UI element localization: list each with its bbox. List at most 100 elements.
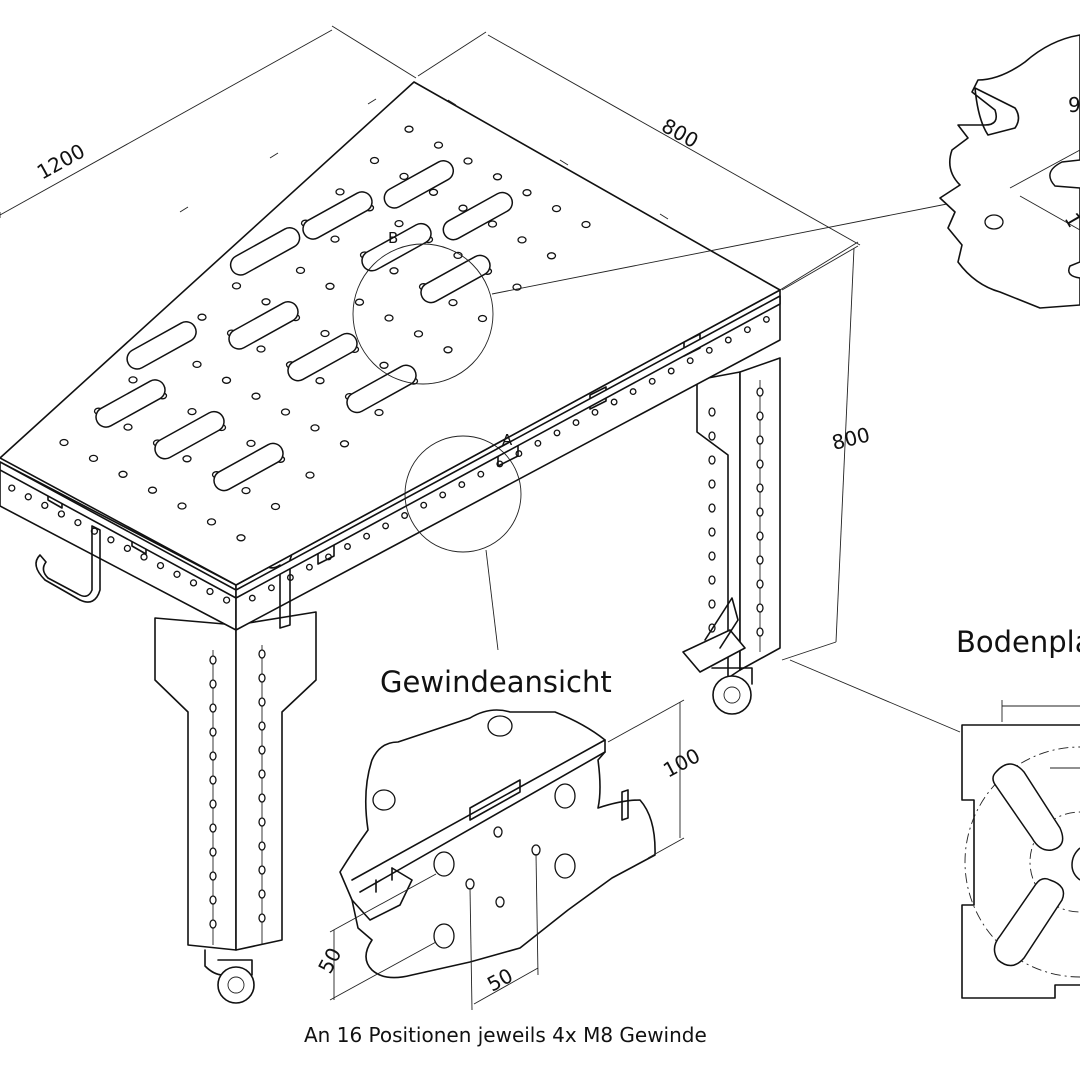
leg-hole [708, 455, 716, 465]
table-hole [374, 408, 384, 417]
table-hole [88, 454, 99, 463]
thread-note: An 16 Positionen jeweils 4x M8 Gewinde [304, 1023, 707, 1047]
leg-hole [258, 817, 266, 827]
leg-hole [756, 459, 764, 469]
leg-hole [708, 479, 716, 489]
table-hole [379, 361, 389, 369]
table-hole [231, 282, 242, 290]
table-hole [389, 267, 399, 275]
skirt-hole [248, 594, 256, 602]
skirt-hole [553, 429, 561, 437]
dim-length: 1200 [33, 139, 89, 185]
table-hole [59, 438, 69, 447]
table-slot [287, 332, 358, 382]
table-hole [280, 408, 291, 416]
table-slot [95, 379, 166, 428]
detail-b-dim-1: 9 [1068, 93, 1080, 117]
leg-hole [756, 411, 764, 421]
leg-hole [209, 823, 217, 833]
skirt-hole [363, 532, 371, 540]
table-hole [206, 518, 217, 526]
thread-dim-100: 100 [659, 743, 704, 782]
table-slot [302, 191, 373, 240]
skirt-hole [107, 536, 115, 544]
detail-label-b: B [388, 229, 398, 247]
skirt-hole [8, 484, 16, 492]
skirt-hole [41, 501, 49, 510]
leg-hole [209, 655, 217, 665]
skirt-hole [458, 481, 466, 489]
table-hole [404, 125, 414, 133]
leg-hole [756, 387, 764, 397]
table-hole [177, 502, 187, 510]
leg-hole [708, 551, 716, 561]
table-hole [492, 173, 503, 181]
detail-circle-b [352, 202, 953, 385]
table-slot [228, 301, 299, 350]
rear-right-leg [682, 357, 781, 715]
thread-view-title: Gewindeansicht [380, 665, 612, 699]
leg-hole [756, 579, 764, 589]
table-hole [310, 424, 320, 432]
skirt-hole [401, 512, 409, 519]
skirt-hole [305, 563, 313, 571]
skirt-hole [762, 315, 770, 323]
leg-hole [258, 745, 266, 755]
table-hole [330, 235, 340, 243]
leg-hole [209, 919, 217, 929]
skirt-hole [382, 522, 390, 530]
skirt-hole [74, 518, 82, 527]
leg-hole [756, 555, 764, 565]
table-hole [128, 376, 138, 384]
skirt-hole [629, 388, 637, 396]
skirt-hole [267, 584, 275, 592]
skirt-hole [123, 544, 132, 553]
table-hole [261, 298, 271, 306]
table-slot [420, 254, 491, 304]
leg-hole [209, 751, 217, 761]
table-hole [517, 236, 527, 244]
skirt-hole [648, 377, 656, 385]
table-hole [241, 486, 251, 495]
leg-hole [258, 673, 266, 683]
skirt-hole [705, 346, 713, 354]
skirt-hole [57, 510, 66, 518]
table-hole [433, 141, 444, 149]
front-left-leg [154, 611, 317, 1004]
leg-hole [209, 847, 217, 857]
skirt-hole [344, 543, 351, 550]
leg-hole [209, 727, 217, 737]
leg-hole [209, 895, 217, 905]
dim-width: 800 [658, 113, 703, 153]
base-plate-title: Bodenpla [956, 625, 1080, 659]
leg-hole [209, 799, 217, 809]
skirt-hole [667, 367, 675, 375]
base-plate-view [961, 700, 1080, 999]
skirt-hole [140, 553, 148, 561]
skirt-hole [515, 450, 523, 458]
table-slot [213, 442, 284, 492]
table-hole [256, 345, 266, 353]
skirt-hole [743, 326, 751, 334]
skirt-hole [591, 408, 599, 416]
skirt-hole [439, 491, 447, 499]
skirt-hole [206, 587, 214, 596]
table-slot [126, 321, 197, 370]
table-hole [118, 470, 128, 478]
detail-label-a: A [502, 431, 513, 449]
leg-hole [708, 575, 716, 585]
table-hole [197, 313, 207, 321]
skirt-hole [222, 596, 231, 604]
table-slot [346, 364, 417, 414]
table-hole [123, 423, 133, 431]
table-hole [581, 220, 591, 229]
leg-hole [258, 649, 266, 659]
leg-hole [756, 435, 764, 445]
skirt-hole [173, 570, 181, 578]
leg-hole [209, 679, 217, 689]
table-hole [221, 376, 232, 384]
leg-hole [756, 603, 764, 613]
skirt-hole [610, 398, 618, 406]
thread-dim-50-left: 50 [313, 944, 346, 978]
table-hole [320, 329, 330, 338]
